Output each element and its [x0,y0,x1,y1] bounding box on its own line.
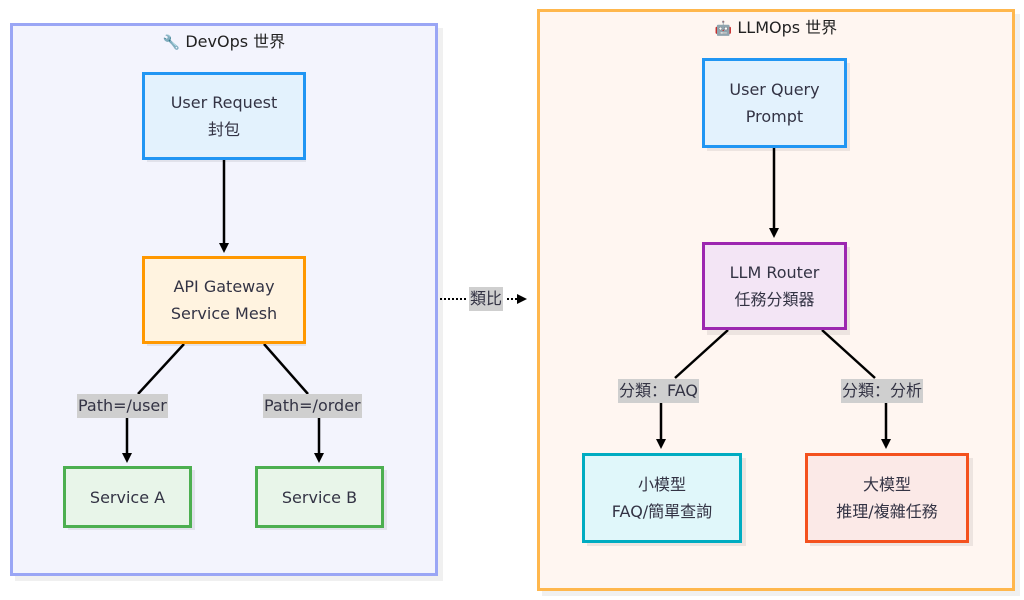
edge-gateway-to-service-a [137,343,185,395]
node-label: API Gateway [173,277,275,296]
node-sublabel: Prompt [745,107,804,126]
node-sublabel: 封包 [207,120,240,139]
node-sublabel: 推理/複雜任務 [836,502,938,521]
edge-label-path-user: Path=/user [77,394,168,418]
node-label: User Query [729,80,820,99]
user-query-node[interactable]: User Query Prompt [702,58,847,148]
service-a-node[interactable]: Service A [63,466,192,528]
edge-router-to-large [821,329,876,379]
node-label: User Request [170,93,278,112]
wrench-icon: 🔧 [162,35,181,51]
robot-icon: 🤖 [714,21,733,37]
node-sublabel: 任務分類器 [734,290,815,309]
devops-cluster-title: 🔧 DevOps 世界 [162,32,286,51]
edge-label-analogy: 類比 [469,287,504,311]
node-label: 大模型 [862,475,911,494]
api-gateway-node[interactable]: API Gateway Service Mesh [142,256,306,344]
edge-label-class-faq: 分類：FAQ [618,379,699,403]
small-model-node[interactable]: 小模型 FAQ/簡單查詢 [582,453,742,543]
node-label: Service B [281,487,358,507]
edge-label-path-order: Path=/order [263,394,362,418]
large-model-node[interactable]: 大模型 推理/複雜任務 [805,453,969,543]
node-sublabel: FAQ/簡單查詢 [611,502,713,521]
edge-gateway-to-service-b [263,343,309,395]
edge-label-class-analysis: 分類：分析 [841,379,924,403]
node-label: LLM Router [729,263,820,282]
llmops-cluster-title: 🤖 LLMOps 世界 [714,18,838,37]
node-label: Service A [89,487,166,507]
edge-router-to-small [674,329,729,379]
service-b-node[interactable]: Service B [255,466,384,528]
llm-router-node[interactable]: LLM Router 任務分類器 [702,242,847,330]
node-sublabel: Service Mesh [170,304,278,323]
node-label: 小模型 [637,475,686,494]
user-request-node[interactable]: User Request 封包 [142,72,306,160]
